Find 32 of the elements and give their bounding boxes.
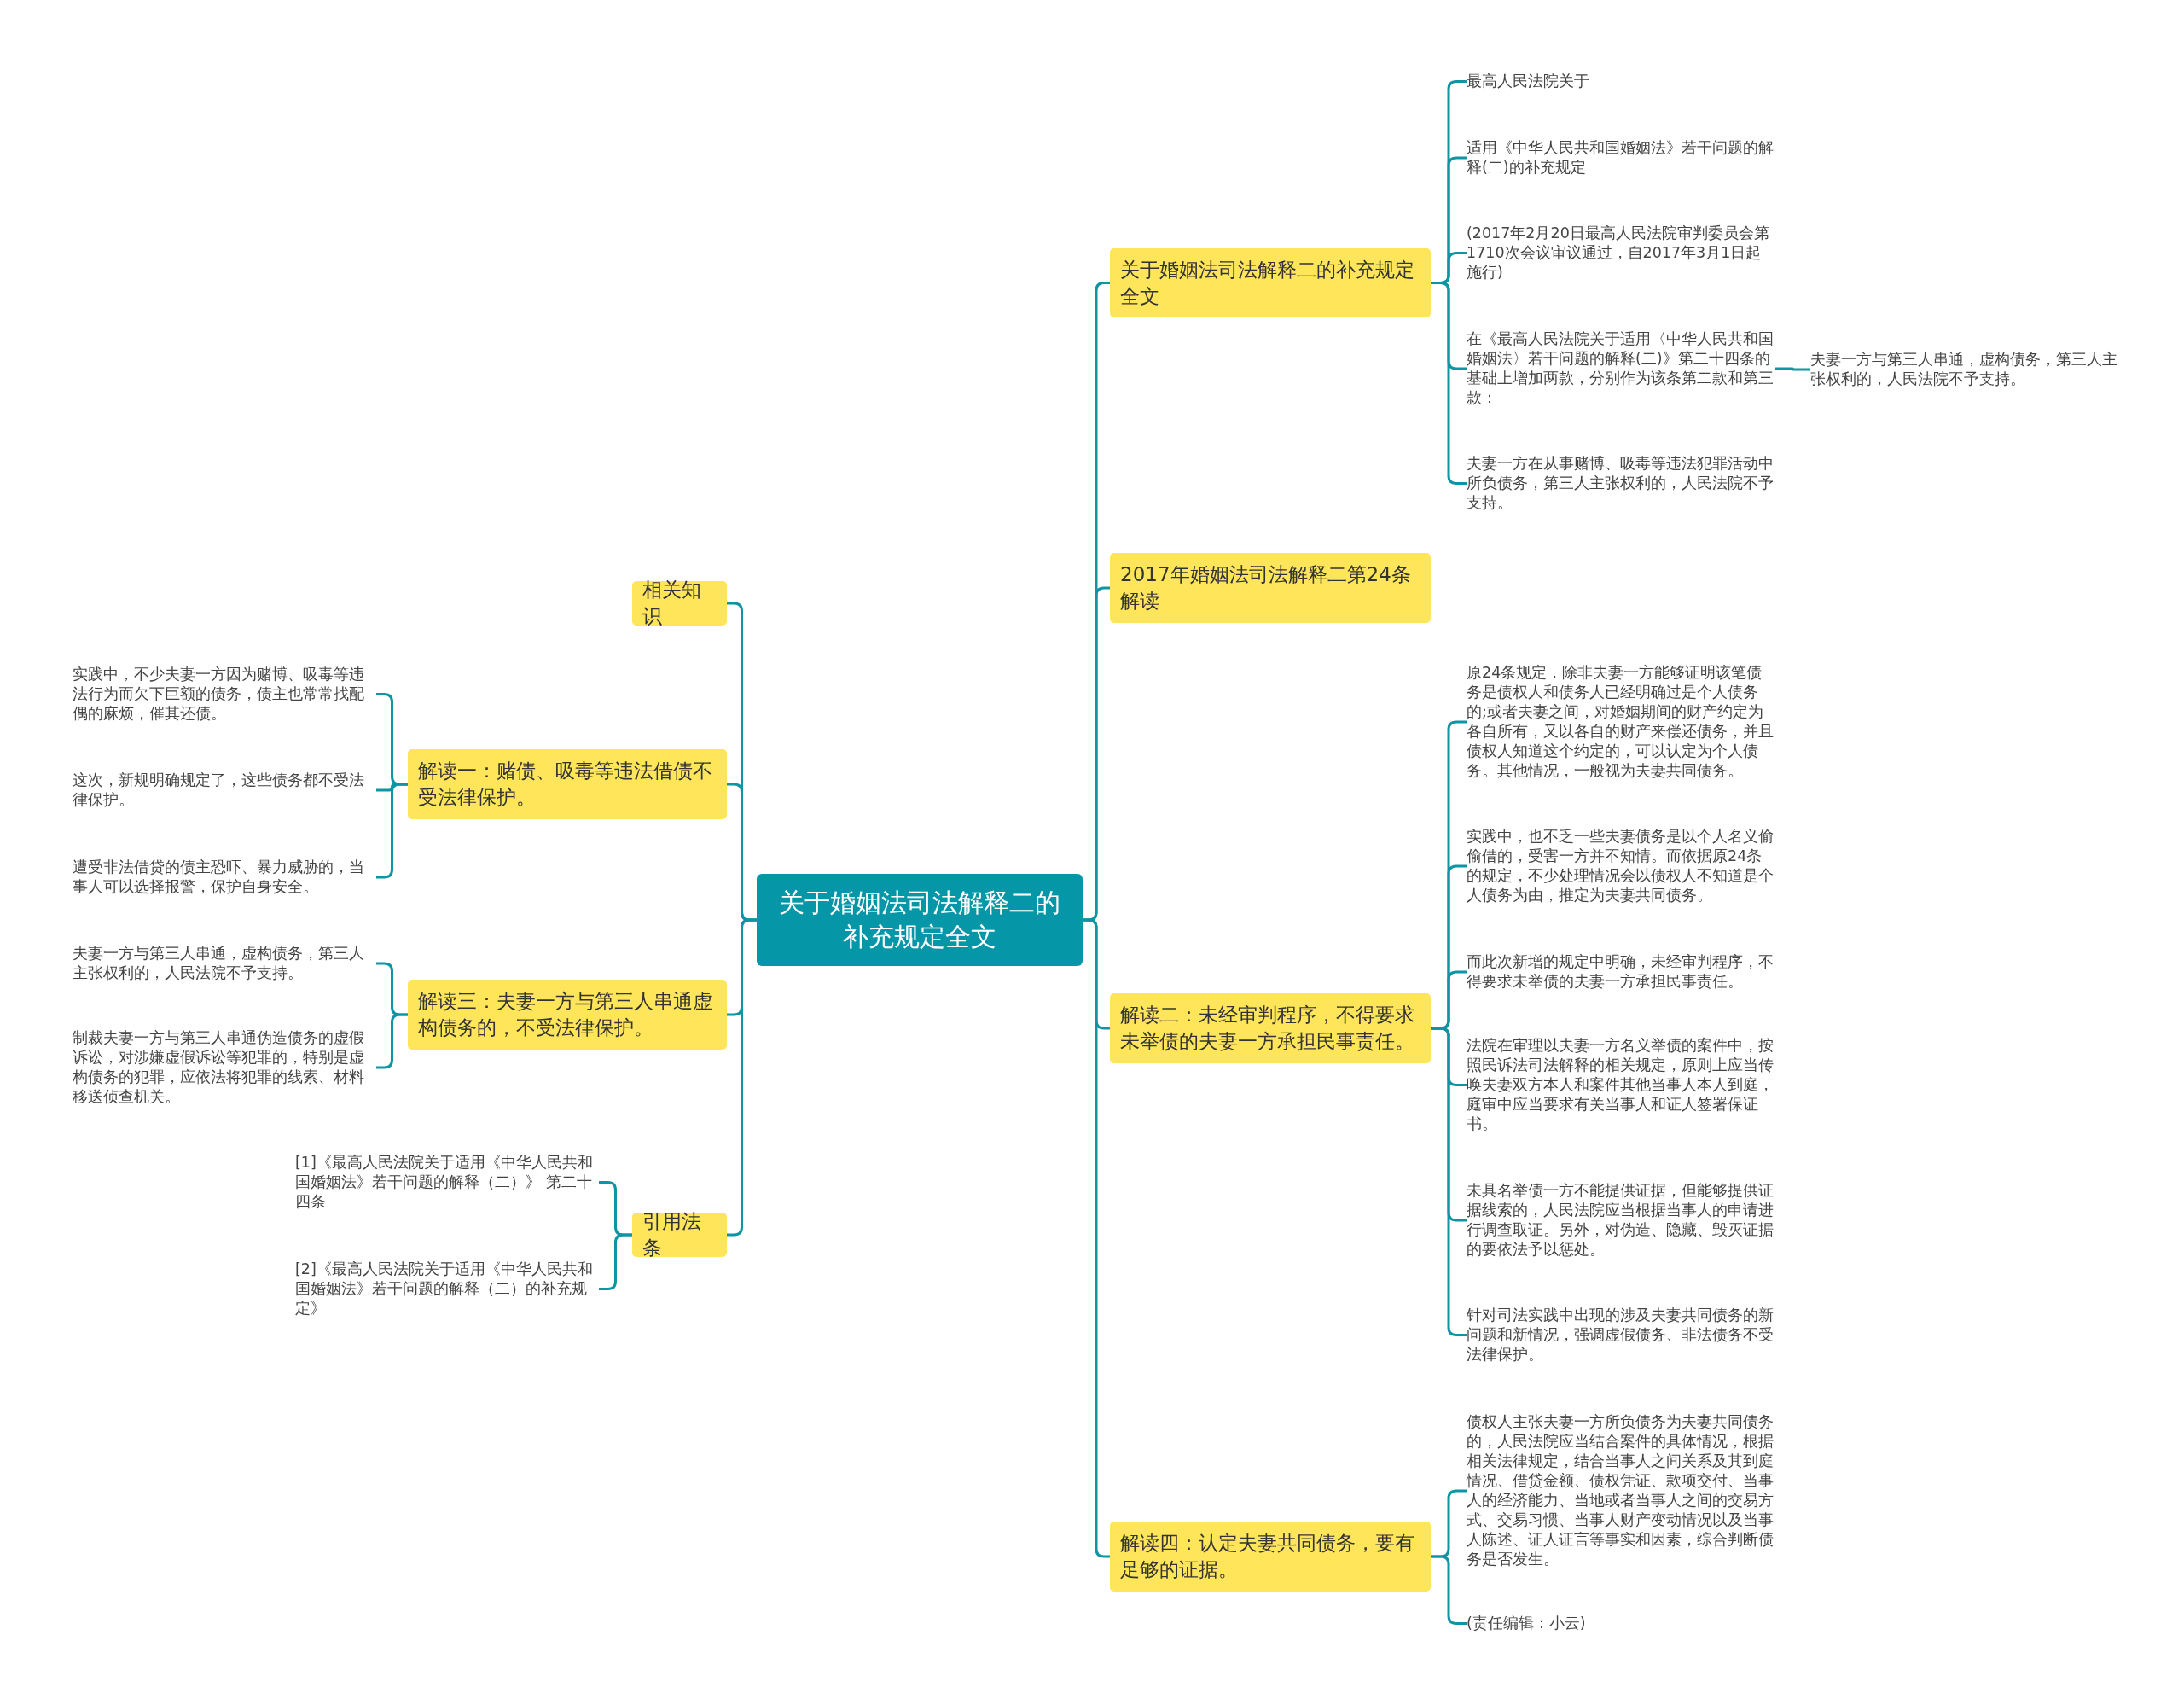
topic-box: 2017年婚姻法司法解释二第24条解读: [1110, 553, 1431, 623]
central-topic-box: 关于婚姻法司法解释二的补充规定全文: [757, 874, 1083, 966]
topic-box: 解读二：未经审判程序，不得要求未举债的夫妻一方承担民事责任。: [1110, 993, 1431, 1063]
note-text: 夫妻一方在从事赌博、吸毒等违法犯罪活动中所负债务，第三人主张权利的，人民法院不予支持。: [1467, 454, 1775, 513]
connector-line: [727, 918, 757, 1237]
note-text: 制裁夫妻一方与第三人串通伪造债务的虚假诉讼，对涉嫌虚假诉讼等犯罪的，特别是虚构债务的犯罪，应依法将犯罪的线索、材料移送侦查机关。: [73, 1028, 376, 1107]
note-text: (责任编辑：小云): [1467, 1614, 1775, 1633]
topic-box: 引用法条: [632, 1213, 727, 1257]
note-text: 在《最高人民法院关于适用〈中华人民共和国婚姻法〉若干问题的解释(二)》第二十四条的基础上增加两款，分别作为该条第二款和第三款：: [1467, 329, 1775, 408]
topic-box: 解读一：赌债、吸毒等违法借债不受法律保护。: [408, 749, 727, 819]
note-text: [1]《最高人民法院关于适用《中华人民共和国婚姻法》若干问题的解释（二）》 第二十四条: [295, 1153, 599, 1212]
topic-box: 解读四：认定夫妻共同债务，要有足够的证据。: [1110, 1522, 1431, 1592]
note-text: 实践中，也不乏一些夫妻债务是以个人名义偷偷借的，受害一方并不知情。而依据原24条的规定，不少处理情况会以债权人不知道是个人债务为由，推定为夫妻共同债务。: [1467, 827, 1775, 905]
note-text: 债权人主张夫妻一方所负债务为夫妻共同债务的，人民法院应当结合案件的具体情况，根据相关法律规定，结合当事人之间关系及其到庭情况、借贷金额、债权凭证、款项交付、当事人的经济能力、当地或者当事人之间的交易方式、交易习惯、当事人财产变动情况以及当事人陈述、证人证言等事实和因素，综合判断债务是否发生。: [1467, 1412, 1775, 1569]
connector-line: [1775, 367, 1810, 371]
note-text: (2017年2月20日最高人民法院审判委员会第1710次会议审议通过，自2017年3月1日起施行): [1467, 224, 1775, 282]
note-text: 夫妻一方与第三人串通，虚构债务，第三人主张权利的，人民法院不予支持。: [1810, 350, 2119, 389]
note-text: 实践中，不少夫妻一方因为赌博、吸毒等违法行为而欠下巨额的债务，债主也常常找配偶的麻烦，催其还债。: [73, 665, 376, 724]
note-text: 适用《中华人民共和国婚姻法》若干问题的解释(二)的补充规定: [1467, 138, 1775, 177]
note-text: 遭受非法借贷的债主恐吓、暴力威胁的，当事人可以选择报警，保护自身安全。: [73, 858, 376, 897]
note-text: 夫妻一方与第三人串通，虚构债务，第三人主张权利的，人民法院不予支持。: [73, 944, 376, 983]
note-text: 针对司法实践中出现的涉及夫妻共同债务的新问题和新情况，强调虚假债务、非法债务不受法律保护。: [1467, 1306, 1775, 1365]
topic-box: 关于婚姻法司法解释二的补充规定全文: [1110, 248, 1431, 317]
topic-box: 相关知识: [632, 581, 727, 626]
note-text: [2]《最高人民法院关于适用《中华人民共和国婚姻法》若干问题的解释（二）的补充规定》: [295, 1260, 599, 1318]
note-text: 而此次新增的规定中明确，未经审判程序，不得要求未举债的夫妻一方承担民事责任。: [1467, 952, 1775, 992]
note-text: 原24条规定，除非夫妻一方能够证明该笔债务是债权人和债务人已经明确过是个人债务的;或者夫妻之间，对婚姻期间的财产约定为各自所有，又以各自的财产来偿还债务，并且债权人知道这个约定的，可以认定为个人债务。其他情况，一般视为夫妻共同债务。: [1467, 663, 1775, 781]
note-text: 这次，新规明确规定了，这些债务都不受法律保护。: [73, 771, 376, 810]
note-text: 法院在审理以夫妻一方名义举债的案件中，按照民诉法司法解释的相关规定，原则上应当传唤夫妻双方本人和案件其他当事人本人到庭，庭审中应当要求有关当事人和证人签署保证书。: [1467, 1036, 1775, 1134]
note-text: 未具名举债一方不能提供证据，但能够提供证据线索的，人民法院应当根据当事人的申请进行调查取证。另外，对伪造、隐藏、毁灭证据的要依法予以惩处。: [1467, 1181, 1775, 1260]
note-text: 最高人民法院关于: [1467, 72, 1775, 91]
topic-box: 解读三：夫妻一方与第三人串通虚构债务的，不受法律保护。: [408, 980, 727, 1050]
